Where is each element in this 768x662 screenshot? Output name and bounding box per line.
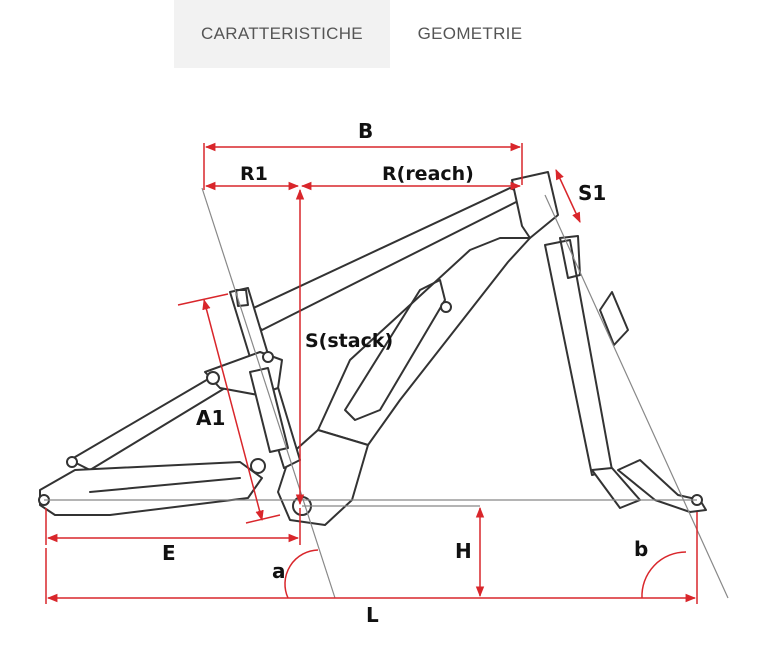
- label-reach: R(reach): [382, 163, 474, 185]
- tab-geometrie[interactable]: GEOMETRIE: [417, 24, 523, 43]
- dimension-lines: [45, 142, 698, 604]
- geometry-tabs: CARATTERISTICHE GEOMETRIE: [174, 0, 550, 68]
- label-r1: R1: [240, 163, 268, 185]
- label-b: B: [358, 119, 373, 143]
- tab-caratteristiche[interactable]: CARATTERISTICHE: [174, 0, 390, 68]
- label-stack: S(stack): [305, 330, 393, 352]
- label-a1: A1: [196, 406, 225, 430]
- label-a: a: [272, 559, 286, 583]
- label-e: E: [162, 541, 176, 565]
- label-s1: S1: [578, 181, 606, 205]
- label-l: L: [366, 603, 379, 627]
- label-b-angle: b: [634, 537, 648, 561]
- label-h: H: [455, 539, 472, 563]
